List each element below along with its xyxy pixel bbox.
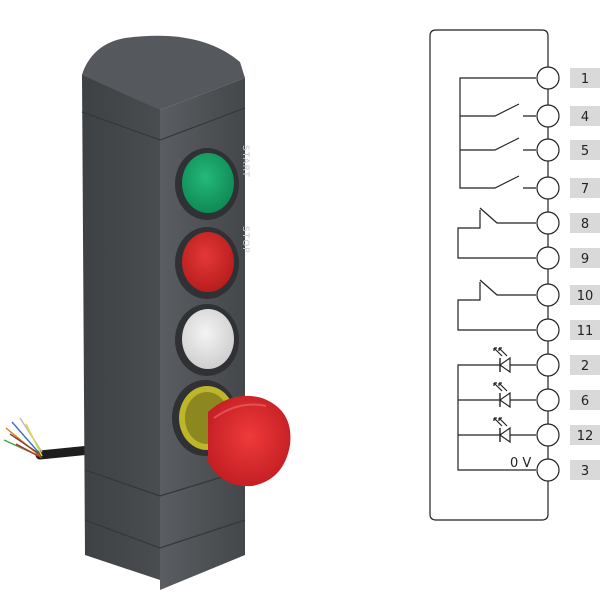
terminal-circle <box>536 318 560 342</box>
led-symbol <box>493 347 511 374</box>
terminal-label-box <box>570 248 600 268</box>
led-symbols <box>493 347 511 444</box>
contact-nc-2 <box>457 279 536 331</box>
start-button[interactable] <box>175 148 239 220</box>
terminal-circle <box>536 353 560 377</box>
terminal-circle <box>536 211 560 235</box>
contact-no-1 <box>459 77 536 189</box>
terminal-circle <box>536 104 560 128</box>
terminal-label-box <box>570 390 600 410</box>
terminal-number: 8 <box>581 217 589 232</box>
diagram-outline <box>429 29 549 521</box>
terminal-label-box <box>570 213 600 233</box>
terminal-label-box <box>570 460 600 480</box>
terminal-number: 2 <box>581 359 589 374</box>
stop-button[interactable] <box>175 227 239 299</box>
stop-label: STOP <box>240 226 250 254</box>
terminal-label-box <box>570 140 600 160</box>
emergency-stop-button[interactable] <box>172 380 291 487</box>
terminal-number: 4 <box>581 110 589 125</box>
terminal-number: 7 <box>581 182 589 197</box>
terminal-circle <box>536 176 560 200</box>
housing-side <box>82 42 160 580</box>
led-symbol <box>493 382 511 409</box>
terminal-circle <box>536 388 560 412</box>
terminal-number: 11 <box>577 324 594 339</box>
white-button[interactable] <box>175 304 239 376</box>
terminal-strip: 1 4 5 7 8 9 10 11 2 6 12 3 <box>536 66 600 482</box>
terminal-number: 10 <box>577 289 594 304</box>
terminal-circle <box>536 423 560 447</box>
terminal-circle <box>536 66 560 90</box>
control-station: START STOP <box>3 35 291 590</box>
cable <box>3 417 95 460</box>
terminal-label-box <box>570 425 600 445</box>
terminal-label-box <box>570 178 600 198</box>
terminal-label-box <box>570 285 600 305</box>
terminal-number: 1 <box>581 72 589 87</box>
terminal-label-box <box>570 355 600 375</box>
led-symbol <box>493 417 511 444</box>
terminal-circle <box>536 283 560 307</box>
terminal-circle <box>536 138 560 162</box>
terminal-label-box <box>570 320 600 340</box>
terminal-label-box <box>570 68 600 88</box>
terminal-number: 12 <box>577 429 594 444</box>
start-label: START <box>240 145 250 178</box>
wiring-diagram: 1 4 5 7 8 9 10 11 2 6 12 3 0 V <box>429 29 600 521</box>
terminal-number: 3 <box>581 464 589 479</box>
terminal-number: 5 <box>581 144 589 159</box>
housing-top <box>82 35 245 110</box>
zero-volt-label: 0 V <box>510 456 531 471</box>
terminal-circle <box>536 458 560 482</box>
terminal-number: 9 <box>581 252 589 267</box>
terminal-label-box <box>570 106 600 126</box>
terminal-circle <box>536 246 560 270</box>
led-circuit <box>457 364 536 471</box>
contact-nc-1 <box>457 207 536 259</box>
terminal-number: 6 <box>581 394 589 409</box>
